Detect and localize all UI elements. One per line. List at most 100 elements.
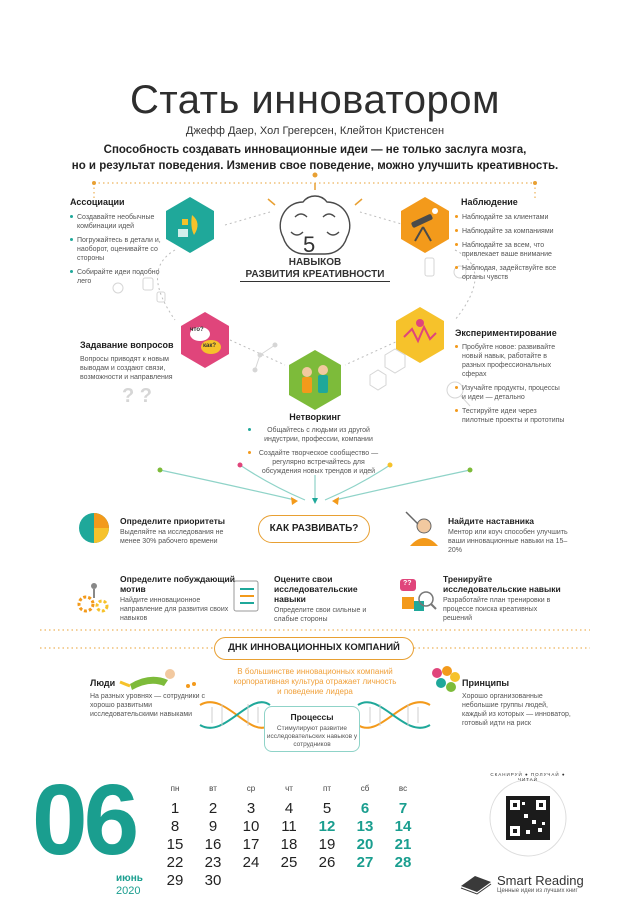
experiments-title: Экспериментирование (455, 328, 557, 338)
calendar-day (236, 872, 266, 890)
calendar-day: 6 (360, 800, 370, 817)
networking-block: Нетворкинг Общайтесь с людьми из другой … (248, 412, 382, 481)
calendar-day: 4 (284, 800, 294, 817)
weekday-label: чт (285, 784, 293, 793)
calendar-day: 20 (356, 836, 374, 853)
calendar-day: 3 (246, 800, 256, 817)
calendar-day: 24 (242, 854, 260, 871)
dna-helix-right (357, 701, 431, 729)
calendar-day: 13 (356, 818, 374, 835)
calendar-day: 1 (170, 800, 180, 817)
tip-train: Тренируйте исследовательские навыки Разр… (443, 574, 568, 623)
checklist-icon (233, 580, 259, 612)
skills-label-line1: НАВЫКОВ (288, 257, 342, 268)
questions-title: Задавание вопросов (80, 340, 174, 350)
calendar-day: 28 (394, 854, 412, 871)
calendar-day: 29 (166, 872, 184, 889)
tip-motivation: Определите побуждающий мотив Найдите инн… (120, 574, 235, 623)
skills-count: 5 (303, 232, 316, 257)
calendar-day (388, 872, 418, 890)
weekday-label: вс (398, 784, 408, 793)
dna-helix-left (199, 701, 271, 729)
top-diamond-dot (312, 172, 318, 178)
smart-reading-logo-icon (460, 876, 492, 895)
dna-badge: ДНК ИННОВАЦИОННЫХ КОМПАНИЙ (214, 637, 414, 660)
dna-subtitle-line: и поведение лидера (277, 687, 353, 696)
dna-processes-text: Стимулируют развитие исследовательских н… (266, 725, 358, 748)
experiments-block: Экспериментирование Пробуйте новое: разв… (455, 328, 565, 430)
calendar-day: 25 (280, 854, 298, 871)
calendar-weekday-header: пн вт ср чт пт сб вс (160, 784, 418, 793)
tip-text: Найдите инновационное направление для ра… (120, 597, 229, 622)
associations-hexagon (166, 197, 214, 253)
mentor-icon (405, 511, 438, 546)
calendar-day: 30 (204, 872, 222, 889)
tip-text: Ментор или коуч способен улучшить ваши и… (448, 529, 568, 554)
experiments-item: Тестируйте идеи через пилотные проекты и… (455, 407, 565, 425)
observation-item: Наблюдая, задействуйте все органы чувств (455, 264, 565, 282)
calendar-day: 10 (242, 818, 260, 835)
calendar-day: 23 (204, 854, 222, 871)
calendar-week-row: 15 16 17 18 19 20 21 (160, 836, 418, 854)
questions-text: Вопросы приводят к новым выводам и созда… (80, 356, 173, 381)
calendar-day: 14 (394, 818, 412, 835)
weekday-label: пн (170, 784, 180, 793)
tip-assess: Оцените свои исследовательские навыки Оп… (274, 574, 389, 624)
weekday-label: сб (360, 784, 370, 793)
qr-ring-text: СКАНИРУЙ ● ПОЛУЧАЙ ● ЧИТАЙ (490, 772, 566, 782)
tip-mentor: Найдите наставника Ментор или коуч спосо… (448, 516, 573, 555)
questions-block: Задавание вопросов Вопросы приводят к но… (80, 340, 180, 382)
how-to-develop-badge: КАК РАЗВИВАТЬ? (258, 515, 370, 543)
calendar-day: 27 (356, 854, 374, 871)
question-marks-decor: ? ? (122, 385, 152, 407)
observation-title: Наблюдение (461, 197, 518, 207)
experiments-item: Пробуйте новое: развивайте новый навык, … (455, 343, 565, 379)
dna-processes: Процессы Стимулируют развитие исследоват… (264, 706, 360, 752)
calendar-day: 16 (204, 836, 222, 853)
lead-line-2: но и результат поведения. Изменив свое п… (71, 160, 559, 172)
observation-item: Наблюдайте за всем, что привлекает ваше … (455, 241, 565, 259)
skills-label-line2: РАЗВИТИЯ КРЕАТИВНОСТИ (240, 269, 390, 282)
qr-code-badge (489, 779, 567, 857)
associations-item: Собирайте идеи подобно лего (70, 268, 170, 286)
dna-subtitle-line: В большинстве инновационных компаний (237, 667, 393, 676)
training-bubble-text: ?? (403, 580, 412, 587)
dna-people-title: Люди (90, 678, 116, 688)
brand-name: Smart Reading (497, 873, 584, 888)
calendar-day: 5 (322, 800, 332, 817)
calendar-day: 18 (280, 836, 298, 853)
associations-title: Ассоциации (70, 197, 125, 207)
calendar-week-row: 29 30 (160, 872, 418, 890)
tip-title: Определите побуждающий мотив (120, 574, 235, 594)
dna-people: Люди На разных уровнях — сотрудники с хо… (90, 678, 210, 719)
calendar-day: 22 (166, 854, 184, 871)
networking-hexagon (289, 350, 341, 410)
dna-subtitle-line: корпоративная культура отражает личность (233, 677, 397, 686)
calendar-day: 19 (318, 836, 336, 853)
questions-hexagon (181, 312, 229, 368)
weekday-label: вт (209, 784, 217, 793)
calendar-day: 11 (281, 818, 297, 835)
lead-line-1: Способность создавать инновационные идеи… (103, 144, 527, 156)
month-year: 2020 (116, 885, 141, 897)
calendar-day: 21 (394, 836, 412, 853)
tip-title: Определите приоритеты (120, 516, 226, 526)
calendar-day: 15 (166, 836, 184, 853)
calendar-day (312, 872, 342, 890)
observation-item: Наблюдайте за клиентами (455, 213, 565, 222)
dna-principles: Принципы Хорошо организованные небольшие… (462, 678, 572, 728)
networking-item: Общайтесь с людьми из другой индустрии, … (248, 426, 382, 444)
tip-text: Разработайте план тренировки в процессе … (443, 597, 551, 622)
associations-item: Погружайтесь в детали и, наоборот, оцени… (70, 236, 170, 263)
calendar-day: 2 (208, 800, 218, 817)
motivation-gears-icon (77, 583, 109, 613)
calendar-day: 17 (242, 836, 260, 853)
dna-people-text: На разных уровнях — сотрудники с хорошо … (90, 693, 206, 718)
dna-subtitle: В большинстве инновационных компаний кор… (220, 667, 410, 697)
skills-label: НАВЫКОВ РАЗВИТИЯ КРЕАТИВНОСТИ (240, 257, 390, 282)
tip-title: Оцените свои исследовательские навыки (274, 574, 358, 604)
weekday-label: пт (323, 784, 331, 793)
training-icon (400, 579, 437, 611)
